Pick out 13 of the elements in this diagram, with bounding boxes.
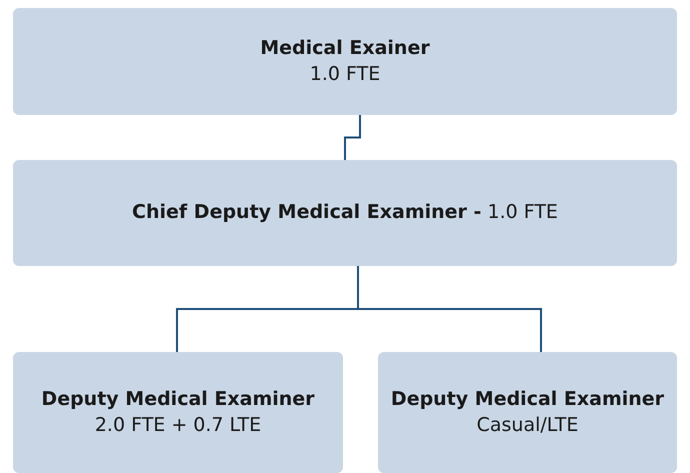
fte-label: Chief Deputy Medical Examiner - 1.0 FTE xyxy=(132,200,558,226)
fte-label: 2.0 FTE + 0.7 LTE xyxy=(94,412,262,438)
connector-line xyxy=(344,115,361,160)
role-title: Deputy Medical Examiner xyxy=(390,386,664,412)
role-title: Deputy Medical Examiner xyxy=(41,386,315,412)
connector-line xyxy=(357,266,542,352)
role-box xyxy=(13,352,343,473)
fte-label: 1.0 FTE xyxy=(310,62,380,86)
role-box xyxy=(13,160,677,266)
role-box xyxy=(378,352,677,473)
role-box xyxy=(13,8,677,115)
role-title: Medical Exainer xyxy=(260,36,430,61)
fte-label: Casual/LTE xyxy=(476,412,578,438)
